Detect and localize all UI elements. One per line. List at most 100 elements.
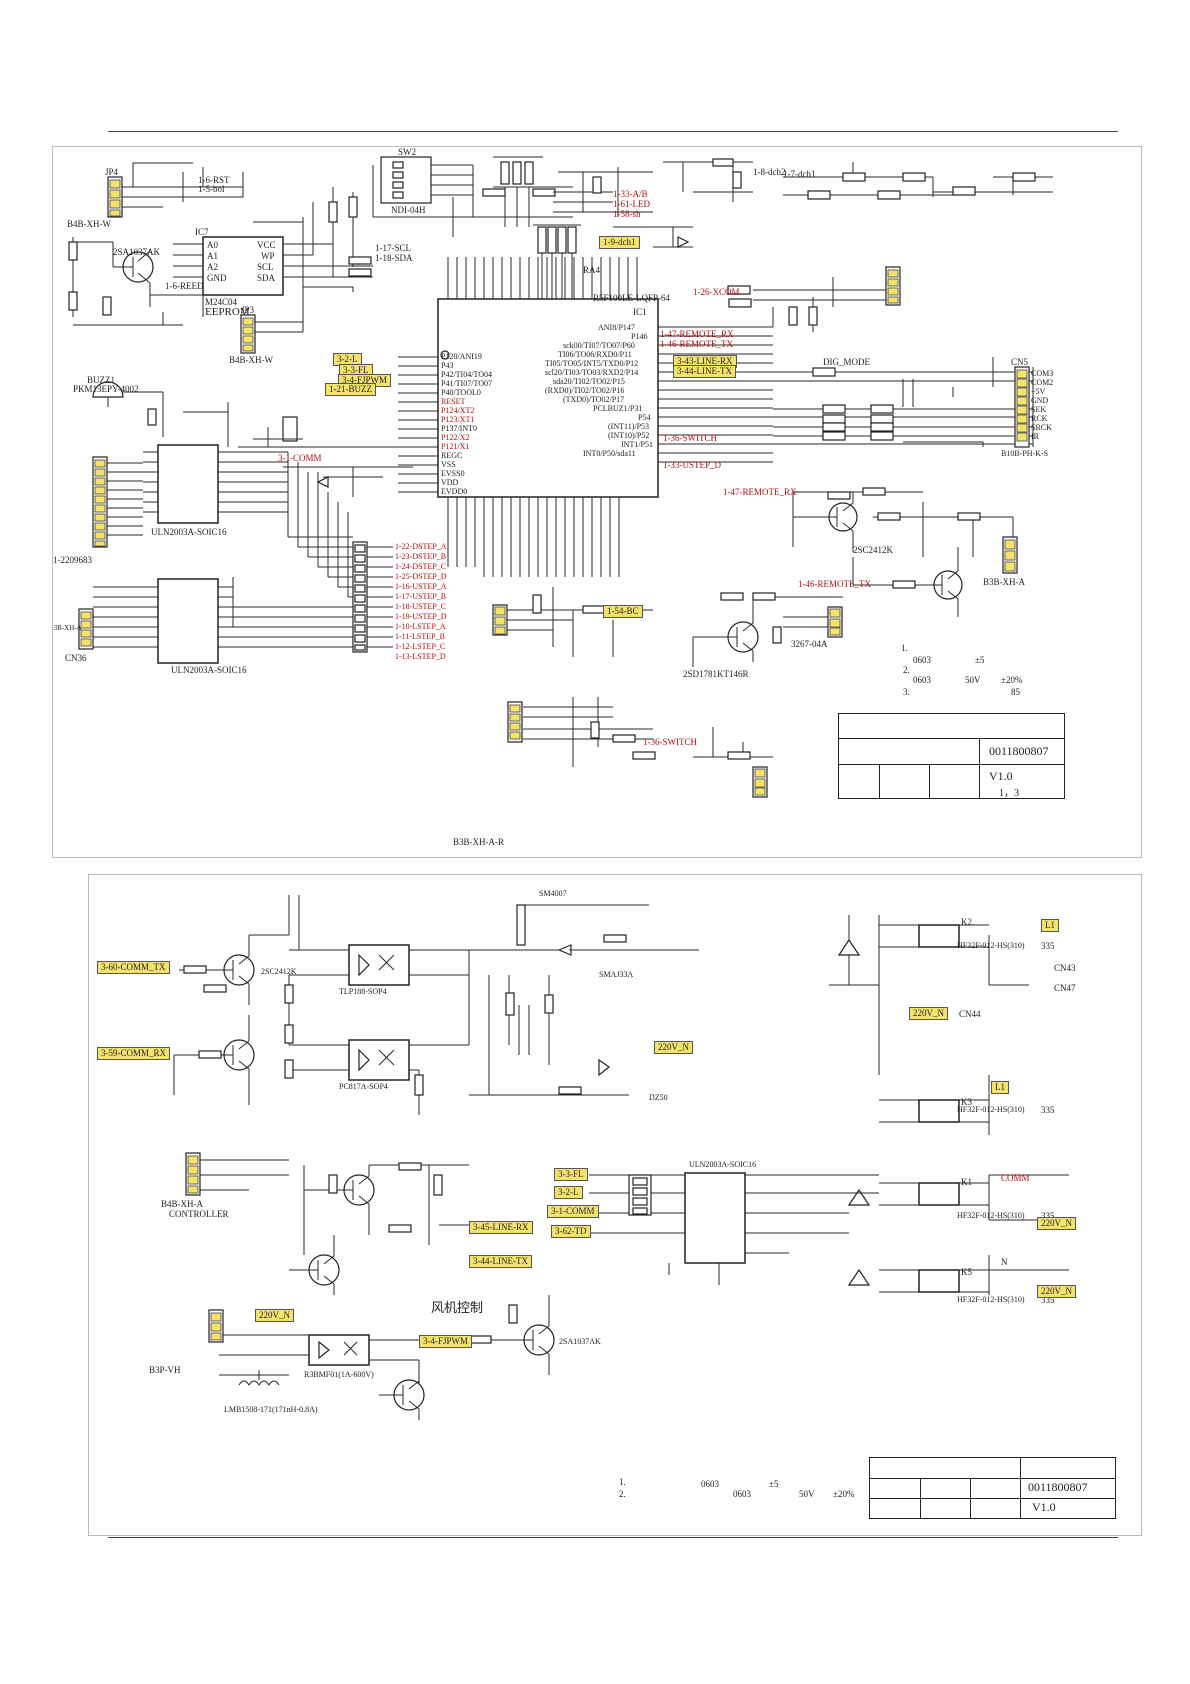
uln-b-part: ULN2003A-SOIC16: [171, 665, 247, 675]
net-bol: 1-5-bol: [198, 184, 225, 194]
relay-k5-code: 335: [1041, 1295, 1055, 1305]
relay-k1-code: 335: [1041, 1211, 1055, 1221]
cn43-ref: CN43: [1054, 963, 1076, 973]
ic1-part: R5F100LE-LQFP-64: [593, 293, 671, 303]
net-buzz: 3-1-COMM: [278, 453, 322, 463]
cn36-right-part: B3B-XH-A: [983, 577, 1025, 587]
cn5-part: 1-2209683: [53, 555, 92, 565]
eeprom-part: M24C04: [205, 297, 238, 307]
bottom-rule: [108, 1537, 1118, 1538]
ic1-pin-r5: scl20/TI03/TO03/RXD2/P14: [545, 368, 639, 377]
net-220v-n-4: 220V_N: [1037, 1217, 1076, 1230]
ic1-pin-l2: P42/TI04/TO04: [441, 370, 492, 379]
ic1-pin-r14: INT0/P50/sda11: [583, 449, 636, 458]
net-sda: 1-18-SDA: [375, 253, 413, 263]
eeprom-title: EEPROM: [205, 306, 250, 318]
note-2: 2.: [903, 665, 910, 675]
net-lstep-d: 1-13-LSTEP_D: [395, 652, 446, 661]
net-reed: 1-6-REED: [165, 281, 204, 291]
ic1-pin-l8: P137/INT0: [441, 424, 477, 433]
net-line-tx-2: 3-44-LINE-TX: [469, 1255, 532, 1268]
note2-1: 1.: [619, 1477, 626, 1487]
cn7-pin-7: IR: [1031, 432, 1039, 441]
cn34-part: B3B-XH-A-R: [453, 837, 504, 847]
page-indicator: 1，3: [999, 788, 1019, 799]
note2-tol2: ±20%: [833, 1489, 855, 1499]
net-led: 1-9-dch1: [599, 236, 640, 249]
net-dstep-d: 1-25-DSTEP_D: [395, 572, 447, 581]
q-fan-part: 2SA1037AK: [559, 1337, 601, 1346]
uln-a-part: ULN2003A-SOIC16: [151, 527, 227, 537]
ic1-pin-r13: INT1/P51: [621, 440, 653, 449]
note2-2: 2.: [619, 1489, 626, 1499]
net-lstep-a: 1-10-LSTEP_A: [395, 622, 446, 631]
note-2-volt: 50V: [965, 675, 981, 685]
ic1-pin-r12: (INT10)/P52: [608, 431, 650, 440]
net-l-2: 3-2-L: [554, 1186, 583, 1199]
ic1-pin-r7: (RXD0)/TI02/TO02/P16: [545, 386, 625, 395]
ic1-pin-l11: REGC: [441, 451, 463, 460]
cn2-part: B4B-XH-A: [161, 1199, 203, 1209]
ra4-ref: RA4: [583, 265, 601, 275]
relay-k1-ref: K1: [961, 1177, 972, 1187]
eeprom-pin-wp: WP: [261, 251, 275, 261]
note-1-tol: ±5: [975, 655, 985, 665]
revision: V1.0: [989, 769, 1013, 783]
ic1-pin-r9: PCLBUZ1/P31: [593, 404, 643, 413]
buzzer-ref: BUZZ1: [87, 375, 115, 385]
relay-k3-ref: K3: [961, 1097, 972, 1107]
schematic-sheet-main: 0011800807 V1.0 1，3 1. 0603 ±5 2. 0603 5…: [52, 146, 1142, 858]
ic1-pin-r8: (TXD0)/TO02/P17: [563, 395, 625, 404]
eeprom-pin-gnd: GND: [207, 273, 227, 283]
cn7-pin-6: SRCK: [1031, 423, 1052, 432]
ic1-pin-l12: VSS: [441, 460, 456, 469]
ic1-pin-r10: P54: [638, 413, 651, 422]
net-fb: 1-54-BC: [603, 605, 643, 618]
cn11-ref: CN36: [65, 653, 87, 663]
net-fl-2: 3-3-FL: [554, 1168, 588, 1181]
net-line-tx: 3-44-LINE-TX: [673, 365, 736, 378]
net-switch-b: 1-36-SWITCH: [643, 737, 697, 747]
doc-number-2: 0011800807: [1028, 1480, 1088, 1494]
q-comm-part: 2SC2412K: [261, 967, 297, 976]
top-rule: [108, 131, 1118, 132]
cn7-part: B10B-PH-K-S: [1001, 449, 1049, 458]
cn7-pin-0: COM3: [1031, 369, 1054, 378]
note2-pkg-a: 0603: [701, 1479, 719, 1489]
net-scl: 1-17-SCL: [375, 243, 411, 253]
net-remote-rx: 1-47-REMOTE_RX: [660, 329, 734, 339]
opto-ic6-part: PC817A-SOP4: [339, 1082, 388, 1091]
net-bc: 1-61-LED: [613, 199, 650, 209]
eeprom-ref: IC7: [195, 227, 209, 237]
cn7-ref: CN5: [1011, 357, 1029, 367]
relay-k3-part: HF32F-012-HS(310): [957, 1105, 1025, 1114]
net-lstep-b: 1-11-LSTEP_B: [395, 632, 445, 641]
ic1-pin-l5: RESET: [441, 397, 466, 406]
net-dstep-c: 1-24-DSTEP_C: [395, 562, 447, 571]
eeprom-pin-a1: A1: [207, 251, 218, 261]
note-2-pkg: 0603: [913, 675, 931, 685]
relay-k3-code: 335: [1041, 1105, 1055, 1115]
net-dch1: 1-7-dch1: [783, 169, 816, 179]
ic1-pin-r3: TI06/TO06/RXD0/P11: [558, 350, 632, 359]
note-1: 1.: [901, 643, 908, 653]
net-dstep-b: 1-23-DSTEP_B: [395, 552, 447, 561]
net-sh: 1-8-dch2: [753, 167, 786, 177]
ic1-pin-l7: P123/XT1: [441, 415, 475, 424]
note-3-val: 85: [1011, 687, 1020, 697]
ic1-pin-l9: P122/X2: [441, 433, 470, 442]
ic1-pin-r6: sda20/TI02/TO02/P15: [553, 377, 625, 386]
net-switch: 1-36-SWITCH: [663, 433, 717, 443]
cn31-part: 3267-04A: [791, 639, 828, 649]
ic1-pin-r1: P146: [631, 332, 648, 341]
revision-2: V1.0: [1032, 1500, 1056, 1514]
ic1-pin-r11: (INT11)/P53: [608, 422, 650, 431]
eeprom-pin-a2: A2: [207, 262, 218, 272]
net-xcom: 1-26-XCOM: [693, 287, 740, 297]
zener-part: SMAJ33A: [599, 970, 634, 979]
relay-k2-out: L1: [1041, 919, 1059, 932]
n1-part: 2SC2412K: [853, 545, 894, 555]
cn36-part: B3B-XH-A: [52, 624, 82, 632]
net-ustep-d2: 1-19-USTEP_D: [395, 612, 447, 621]
net-fjpwm-2: 3-4-FJPWM: [419, 1335, 473, 1348]
